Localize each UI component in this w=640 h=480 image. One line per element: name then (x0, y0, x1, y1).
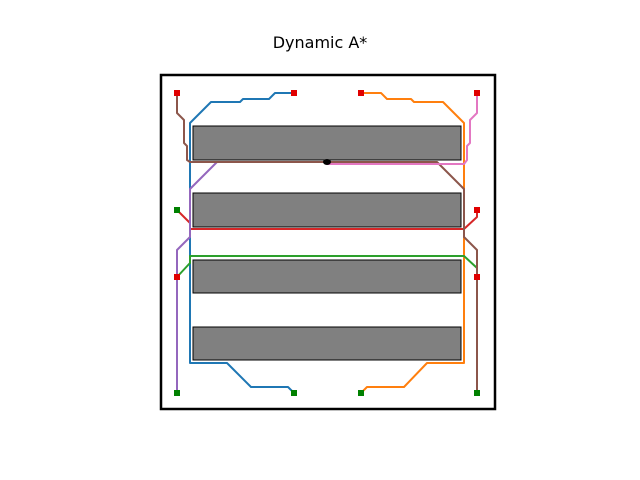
goal-marker (174, 90, 180, 96)
path-brown (176, 93, 478, 393)
start-marker (358, 390, 364, 396)
goal-marker (291, 90, 297, 96)
goal-marker (474, 90, 480, 96)
start-marker (291, 390, 297, 396)
goal-markers (174, 90, 480, 280)
shelf-obstacle-4 (192, 326, 462, 361)
start-marker (474, 390, 480, 396)
start-markers (174, 207, 480, 396)
path-orange (360, 92, 465, 394)
start-marker (174, 390, 180, 396)
shelf-obstacle-2 (192, 192, 462, 228)
agent-position-dot (323, 159, 331, 165)
goal-marker (174, 274, 180, 280)
goal-marker (474, 207, 480, 213)
path-red (176, 209, 478, 230)
shelf-obstacle-3 (192, 259, 462, 294)
start-marker (174, 207, 180, 213)
path-blue (189, 92, 295, 394)
agent-paths (176, 92, 478, 394)
diagram-title: Dynamic A* (272, 33, 368, 52)
shelf-obstacle-1 (192, 125, 462, 161)
goal-marker (358, 90, 364, 96)
goal-marker (474, 274, 480, 280)
path-pink (327, 93, 478, 165)
